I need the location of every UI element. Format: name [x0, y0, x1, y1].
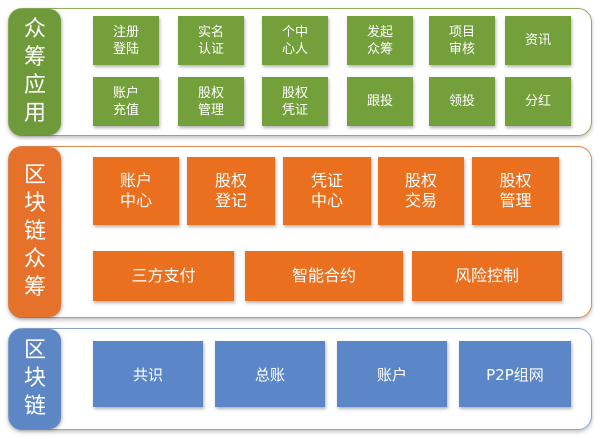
box-consensus: 共识	[93, 341, 203, 407]
layer-blockchain: 区块链 共识 总账 账户 P2P组网	[8, 328, 592, 430]
box-project-review: 项目 审核	[429, 16, 495, 65]
box-account-recharge: 账户 充值	[93, 77, 159, 126]
box-news: 资讯	[505, 16, 571, 65]
layer-crowdfunding-application: 众筹应用 注册 登陆 实名 认证 个中 心人 发起 众筹 项目 审核 资讯 账户…	[8, 8, 592, 136]
box-dividend: 分红	[505, 77, 571, 126]
box-real-name-auth: 实名 认证	[178, 16, 244, 65]
box-equity-registration: 股权 登记	[187, 157, 275, 225]
box-launch-crowdfunding: 发起 众筹	[347, 16, 413, 65]
box-equity-certificate: 股权 凭证	[262, 77, 328, 126]
layer-blockchain-crowdfunding: 区块链众筹 账户 中心 股权 登记 凭证 中心 股权 交易 股权 管理 三方支付…	[8, 146, 592, 318]
box-follow-invest: 跟投	[347, 77, 413, 126]
box-p2p-network: P2P组网	[459, 341, 571, 407]
box-account-center: 账户 中心	[93, 157, 179, 225]
box-third-party-payment: 三方支付	[93, 251, 234, 301]
box-smart-contract: 智能合约	[245, 251, 403, 301]
box-register-login: 注册 登陆	[93, 16, 159, 65]
box-equity-management: 股权 管理	[178, 77, 244, 126]
box-risk-control: 风险控制	[412, 251, 562, 301]
box-equity-management-2: 股权 管理	[472, 157, 559, 225]
box-certificate-center: 凭证 中心	[283, 157, 371, 225]
layer-label-blockchain-crowdfunding: 区块链众筹	[9, 147, 61, 317]
box-ledger: 总账	[215, 341, 325, 407]
box-equity-trading: 股权 交易	[378, 157, 464, 225]
box-account: 账户	[337, 341, 447, 407]
box-lead-invest: 领投	[429, 77, 495, 126]
layer-label-crowdfunding-application: 众筹应用	[9, 9, 61, 135]
box-personal-center: 个中 心人	[262, 16, 328, 65]
layer-label-blockchain: 区块链	[9, 329, 61, 429]
